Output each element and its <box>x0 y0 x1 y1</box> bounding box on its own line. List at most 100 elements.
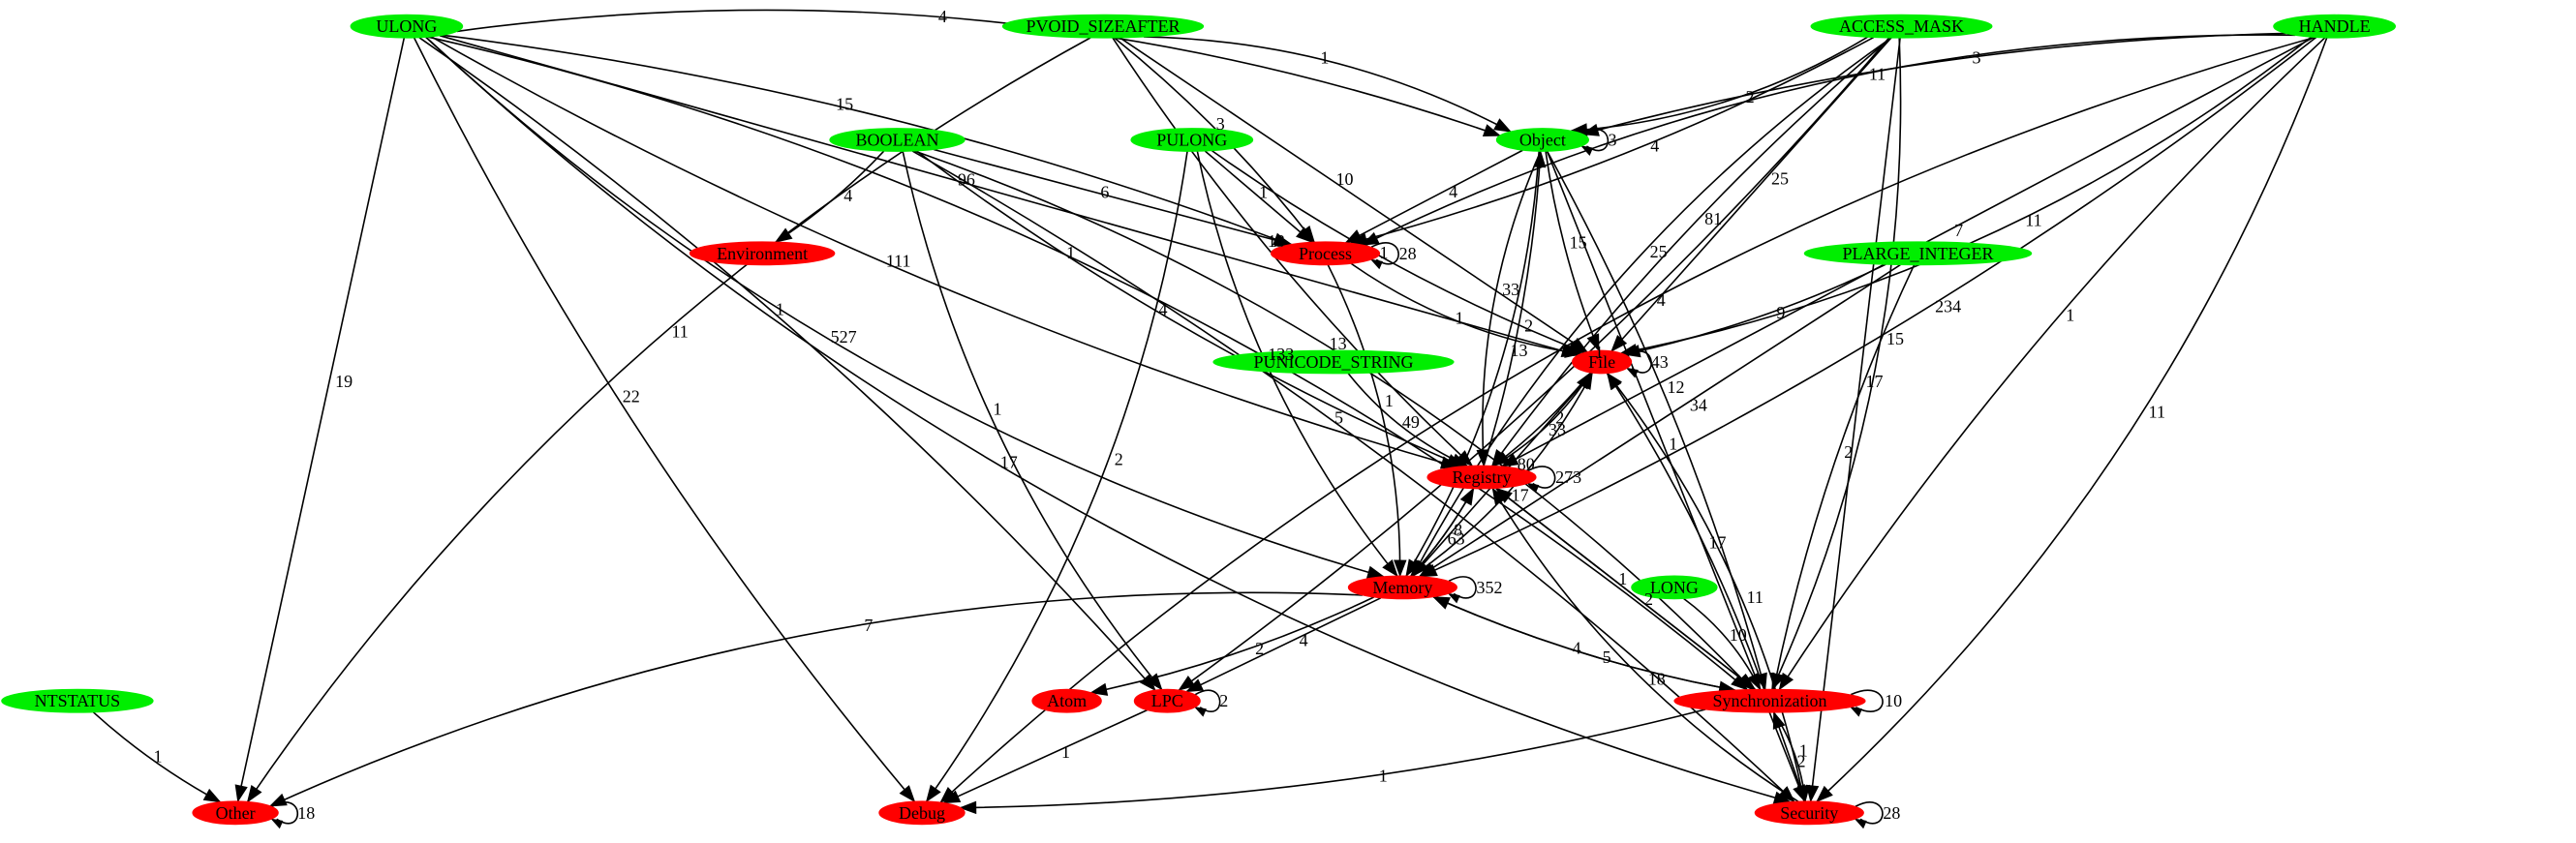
node-security: Security <box>1754 800 1864 826</box>
node-synchronization: Synchronization <box>1673 688 1866 713</box>
edge-boolean-to-synchronization-label: 13 <box>1330 334 1347 353</box>
edge-registry-to-synchronization-label: 1 <box>1618 569 1627 588</box>
edge-ulong-to-debug-arrowhead <box>899 785 916 803</box>
edge-memory-to-lpc-label: 4 <box>1300 630 1308 649</box>
edge-lpc-to-debug <box>943 708 1148 804</box>
edge-memory-to-file-arrowhead <box>1579 371 1593 390</box>
edge-memory-to-registry-arrowhead <box>1459 487 1475 506</box>
edge-object-to-security-label: 1 <box>1669 435 1677 454</box>
edge-object-to-process <box>1345 149 1523 244</box>
edge-memory-to-synchronization-label: 4 <box>1572 638 1580 657</box>
edge-security-to-file-label: 11 <box>1747 587 1763 607</box>
edge-access-mask-to-security <box>1809 38 1901 801</box>
node-lpc: LPC <box>1133 688 1201 713</box>
edge-synchronization-to-synchronization <box>1850 689 1884 712</box>
node-file: File <box>1572 349 1633 375</box>
edge-plarge-integer-to-synchronization <box>1772 264 1916 690</box>
edge-access-mask-to-synchronization <box>1771 38 1902 690</box>
edge-pvoid-sizeafter-to-object <box>1144 36 1512 133</box>
edge-access-mask-to-security-label: 17 <box>1866 372 1884 391</box>
edge-security-to-synchronization-label: 2 <box>1797 752 1806 771</box>
edge-other-to-other-arrowhead <box>270 818 284 829</box>
node-plarge-integer-shape <box>1803 241 2033 266</box>
node-lpc-label: LPC <box>1151 691 1183 710</box>
edge-lpc-to-lpc-label: 2 <box>1219 691 1228 710</box>
node-registry: Registry <box>1426 465 1537 490</box>
edge-pvoid-sizeafter-to-registry-label: 13 <box>1268 231 1285 251</box>
edge-object-to-file <box>1545 151 1600 351</box>
edge-boolean-to-process-label: 6 <box>1100 183 1109 202</box>
node-long-shape <box>1631 575 1718 600</box>
edge-object-to-synchronization <box>1546 150 1766 690</box>
edge-plarge-integer-to-memory-label: 34 <box>1690 395 1707 414</box>
edge-boolean-to-lpc-label: 1 <box>994 399 1002 418</box>
edge-handle-to-synchronization-label: 1 <box>2066 305 2074 324</box>
edge-boolean-to-environment-arrowhead <box>774 227 793 243</box>
edge-synchronization-to-memory <box>1432 595 1735 691</box>
edge-ulong-to-other <box>236 37 406 802</box>
edge-long-to-synchronization-arrowhead <box>1747 672 1762 691</box>
edge-security-to-synchronization-arrowhead <box>1772 710 1786 730</box>
edge-synchronization-to-registry-label: 2 <box>1644 589 1653 609</box>
node-file-label: File <box>1588 352 1615 372</box>
edge-file-to-registry-label: 2 <box>1555 407 1564 427</box>
edge-memory-to-lpc-arrowhead <box>1184 678 1205 693</box>
node-object: Object <box>1495 128 1590 152</box>
node-environment: Environment <box>689 241 836 266</box>
node-other-shape <box>192 800 279 826</box>
edge-ulong-to-file-label: 96 <box>958 169 975 189</box>
edge-handle-to-object-label: 3 <box>1973 48 1981 68</box>
node-pulong: PULONG <box>1130 128 1254 152</box>
node-long-label: LONG <box>1650 578 1699 597</box>
edge-pulong-to-process-arrowhead <box>1296 226 1314 244</box>
edge-object-to-process-label: 4 <box>1449 182 1457 201</box>
edge-handle-to-security <box>1816 37 2328 802</box>
node-registry-label: Registry <box>1453 467 1512 487</box>
edge-pulong-to-debug <box>926 151 1188 802</box>
edge-synchronization-to-debug-arrowhead <box>959 800 977 815</box>
node-boolean-shape <box>829 128 966 152</box>
edge-boolean-to-lpc-arrowhead <box>1147 673 1163 691</box>
edge-memory-to-atom-label: 2 <box>1255 639 1264 658</box>
edge-pulong-to-debug-arrowhead <box>925 784 941 803</box>
edge-access-mask-to-file <box>1610 37 1892 352</box>
edge-boolean-to-registry <box>915 150 1463 467</box>
edge-ntstatus-to-other <box>92 711 221 803</box>
edge-punicode-string-to-registry-label: 49 <box>1402 412 1420 432</box>
edge-ulong-to-memory-arrowhead <box>1365 565 1386 579</box>
edge-handle-to-process-arrowhead <box>1361 231 1380 246</box>
node-process: Process <box>1270 241 1381 266</box>
node-atom-label: Atom <box>1047 691 1087 710</box>
edge-object-to-process-arrowhead <box>1344 229 1364 244</box>
edge-handle-to-object <box>1581 32 2286 135</box>
edge-access-mask-to-lpc <box>1178 37 1890 691</box>
node-other-label: Other <box>216 803 256 823</box>
node-process-label: Process <box>1299 244 1352 263</box>
edge-ulong-to-debug-label: 22 <box>623 386 640 406</box>
edge-boolean-to-environment <box>775 150 885 243</box>
edge-ulong-to-memory <box>425 36 1384 578</box>
edge-process-to-memory-arrowhead <box>1394 559 1407 578</box>
node-security-shape <box>1754 800 1864 826</box>
edge-boolean-to-process <box>934 148 1292 246</box>
edge-memory-to-other-arrowhead <box>268 793 288 807</box>
edge-lpc-to-lpc <box>1194 689 1221 712</box>
edge-synchronization-to-synchronization-arrowhead <box>1849 706 1863 717</box>
edge-object-to-object-arrowhead <box>1580 145 1594 156</box>
edge-ntstatus-to-other-arrowhead <box>202 788 222 803</box>
node-environment-shape <box>689 241 836 266</box>
edge-handle-to-process-label: 11 <box>1869 65 1886 84</box>
edge-pulong-to-memory-arrowhead <box>1382 558 1398 578</box>
node-environment-label: Environment <box>717 244 808 263</box>
edge-process-to-file <box>1350 262 1581 355</box>
edge-memory-to-lpc <box>1185 597 1382 693</box>
node-registry-shape <box>1426 465 1537 490</box>
node-ntstatus-shape <box>1 688 154 713</box>
edge-handle-to-memory-label: 234 <box>1935 297 1961 316</box>
edge-access-mask-to-registry-label: 81 <box>1704 209 1722 228</box>
edge-object-to-memory-label: 13 <box>1511 341 1528 360</box>
edge-punicode-string-to-registry <box>1347 373 1468 467</box>
edge-plarge-integer-to-file <box>1623 263 1886 355</box>
edge-synchronization-to-file-label: 17 <box>1709 533 1727 553</box>
